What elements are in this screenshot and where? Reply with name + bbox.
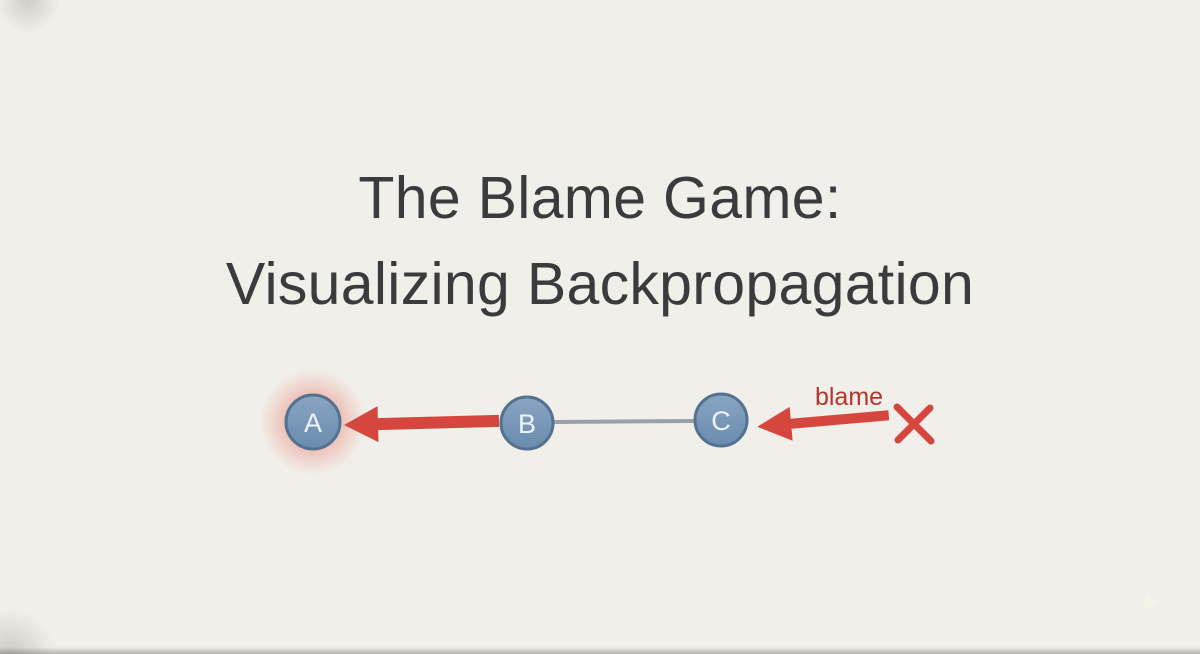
blame-label: blame — [815, 383, 883, 411]
node-b-label: B — [518, 409, 536, 439]
slide-title: The Blame Game: Visualizing Backpropagat… — [0, 156, 1200, 327]
x-mark-icon — [893, 403, 935, 445]
title-line-1: The Blame Game: — [358, 165, 842, 231]
edge-b-c — [553, 419, 695, 424]
node-c — [693, 392, 749, 448]
node-a — [284, 393, 342, 451]
blame-arrow-b-to-a — [344, 406, 500, 443]
node-c-label: C — [711, 406, 731, 436]
blame-arrow-x-to-c — [757, 406, 890, 441]
title-line-2: Visualizing Backpropagation — [225, 250, 975, 317]
sparkle-icon — [1137, 590, 1161, 614]
node-a-label: A — [304, 408, 322, 438]
node-b — [499, 395, 555, 451]
